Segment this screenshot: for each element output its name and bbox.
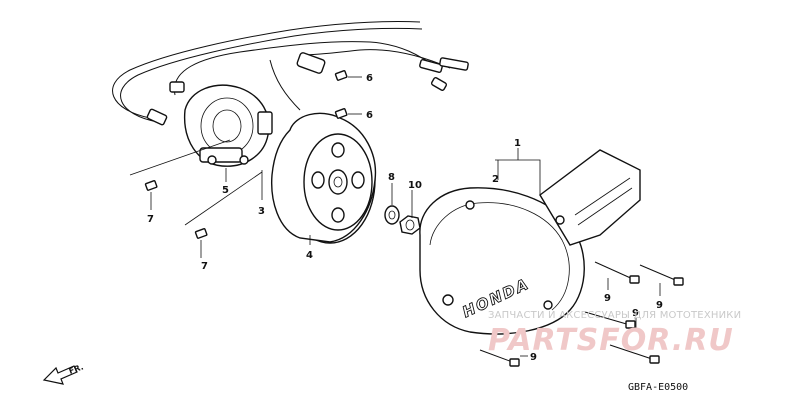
front-arrow-icon: [42, 365, 78, 385]
callout-10: 10: [408, 180, 422, 191]
callout-9-d: 9: [530, 352, 537, 363]
front-direction-marker: FR.: [42, 362, 85, 385]
wire-harness: [112, 20, 469, 126]
washer-and-nut: [384, 205, 421, 235]
callout-9-a: 9: [604, 293, 611, 304]
leader-lines: [129, 76, 661, 357]
callout-6-upper: 6: [366, 73, 373, 84]
callout-6-lower: 6: [366, 110, 373, 121]
callout-1: 1: [514, 138, 521, 149]
callout-7-upper: 7: [147, 214, 154, 225]
bolts: [144, 70, 684, 367]
callout-4: 4: [306, 250, 313, 261]
callout-3: 3: [258, 206, 265, 217]
watermark-logo: PARTSFOR.RU: [488, 323, 734, 358]
callouts: 1 2 3 4 5 6 6 7 7 8 9 9 9 9 10: [147, 73, 663, 363]
callout-5: 5: [222, 185, 229, 196]
front-marker-label: FR.: [68, 362, 85, 376]
left-crankcase-cover: HONDA: [419, 149, 641, 335]
diagram-code: GBFA-E0500: [628, 382, 688, 393]
watermark-tagline: ЗАПЧАСТИ И АКСЕССУАРЫ ДЛЯ МОТОТЕХНИКИ: [488, 310, 741, 321]
callout-9-c: 9: [632, 308, 639, 319]
flywheel-rotor: [271, 112, 377, 244]
stator-assembly: [183, 84, 273, 167]
callout-9-b: 9: [656, 300, 663, 311]
callout-7-lower: 7: [201, 261, 208, 272]
callout-8: 8: [388, 172, 395, 183]
watermark: ЗАПЧАСТИ И АКСЕССУАРЫ ДЛЯ МОТОТЕХНИКИ PA…: [488, 310, 741, 358]
callout-2: 2: [492, 174, 499, 185]
